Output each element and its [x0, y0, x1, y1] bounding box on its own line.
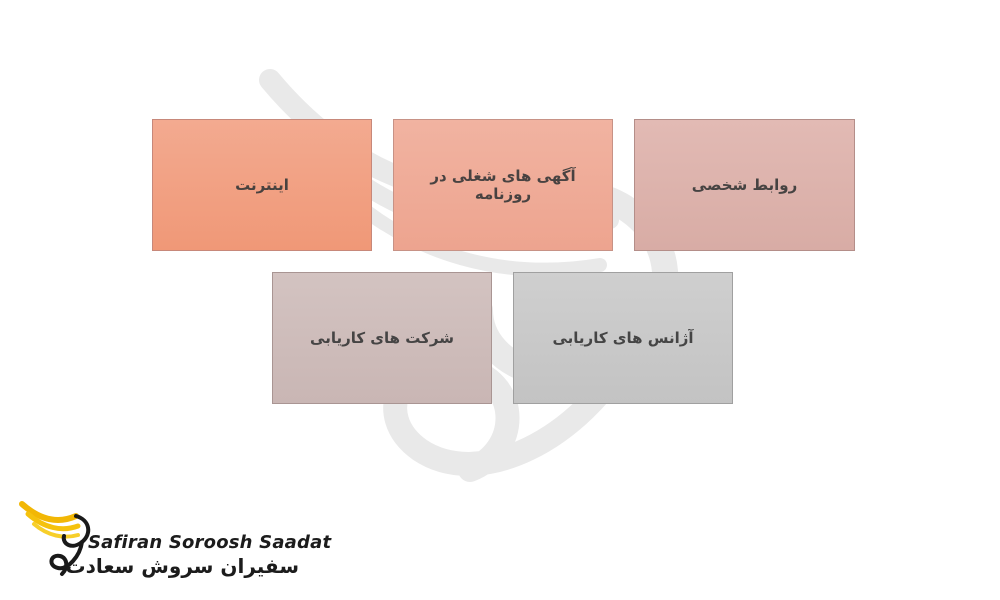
- brand-name-persian: سفیران سروش سعادت: [65, 554, 300, 578]
- box-recruitment-companies-label: شرکت های کاریابی: [310, 329, 454, 347]
- box-internet-label: اینترنت: [235, 176, 289, 194]
- box-internet: اینترنت: [152, 119, 372, 251]
- box-recruitment-agencies: آژانس های کاریابی: [513, 272, 733, 404]
- box-recruitment-companies: شرکت های کاریابی: [272, 272, 492, 404]
- brand-name-english: Safiran Soroosh Saadat: [88, 532, 332, 553]
- box-recruitment-agencies-label: آژانس های کاریابی: [552, 329, 694, 347]
- box-personal-relations: روابط شخصی: [634, 119, 855, 251]
- brand-logo: Safiran Soroosh Saadat سفیران سروش سعادت: [18, 490, 331, 590]
- box-newspaper-ads-label: آگهی های شغلی در روزنامه: [430, 167, 576, 203]
- box-personal-relations-label: روابط شخصی: [691, 176, 798, 194]
- golden-wing-swan-icon: [19, 501, 91, 576]
- box-newspaper-ads: آگهی های شغلی در روزنامه: [393, 119, 613, 251]
